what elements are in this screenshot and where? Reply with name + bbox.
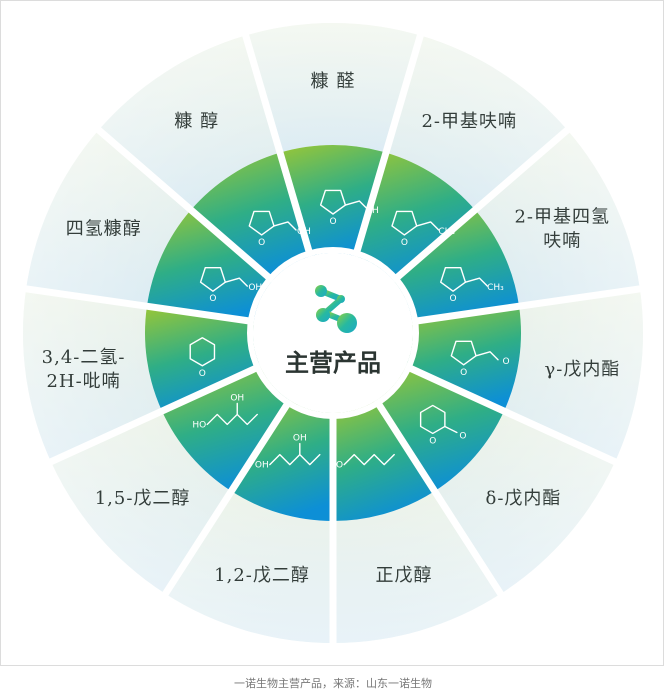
gamma-valerolactone-icon: OO	[450, 340, 510, 378]
inner-segment	[231, 400, 333, 521]
svg-text:O: O	[429, 436, 436, 446]
dihydropyran-icon: O	[189, 337, 216, 379]
svg-text:OH: OH	[297, 227, 311, 237]
furfuryl-alcohol-icon: O OH	[248, 210, 311, 248]
figure-caption: 一诺生物主营产品，来源：山东一诺生物	[234, 677, 432, 690]
segment-label: 2-甲基四氢呋喃	[514, 206, 610, 251]
svg-text:O: O	[329, 217, 336, 227]
inner-segment	[145, 306, 261, 412]
svg-text:OH: OH	[255, 461, 269, 471]
segment-label: 3,4-二氢-2H-吡喃	[42, 347, 126, 392]
inner-segment	[333, 400, 435, 521]
inner-segment	[393, 209, 520, 322]
segment-label: 1,2-戊二醇	[214, 565, 310, 586]
inner-segment	[405, 306, 521, 412]
furfural-icon: OH	[319, 189, 379, 227]
svg-text:O: O	[199, 369, 206, 379]
thfa-icon: O OH	[199, 266, 262, 304]
segment-label: 1,5-戊二醇	[95, 488, 191, 509]
svg-text:OH: OH	[230, 393, 244, 403]
segment-separators	[23, 32, 643, 645]
svg-text:O: O	[209, 294, 216, 304]
methyl-thf-icon: O CH₃	[440, 266, 504, 304]
svg-text:O: O	[460, 368, 467, 378]
segment-label: 四氢糠醇	[66, 217, 142, 239]
svg-text:O: O	[502, 357, 509, 367]
svg-text:OH: OH	[293, 434, 307, 444]
segment-label: γ-戊内酯	[545, 359, 621, 380]
segment-label: δ-戊内酯	[485, 488, 561, 509]
inner-segment	[146, 209, 273, 322]
inner-segment	[355, 152, 476, 281]
svg-text:CH₃: CH₃	[438, 227, 455, 237]
methylfuran-icon: O CH₃	[391, 210, 455, 248]
svg-text:HO: HO	[329, 461, 343, 471]
molecule-logo-icon	[315, 285, 357, 333]
svg-text:H: H	[372, 206, 379, 216]
svg-text:O: O	[459, 431, 466, 441]
inner-segment	[190, 152, 311, 281]
svg-text:O: O	[258, 238, 265, 248]
segment-label: 糠 醇	[174, 110, 219, 132]
inner-segment	[280, 144, 386, 257]
center-label: 主营产品	[285, 348, 381, 377]
svg-text:O: O	[401, 238, 408, 248]
center-disc: 主营产品	[253, 253, 413, 413]
segment-label: 糠 醛	[311, 70, 356, 92]
pentanediol-15-icon: HO OH	[192, 393, 258, 430]
svg-text:HO: HO	[192, 420, 206, 430]
svg-text:OH: OH	[248, 283, 262, 293]
svg-text:O: O	[450, 294, 457, 304]
segment-label: 正戊醇	[375, 565, 432, 586]
pentanediol-12-icon: OH OH	[255, 434, 321, 471]
segment-label: 2-甲基呋喃	[421, 111, 517, 132]
pentanol-icon: HO	[329, 453, 395, 471]
svg-text:CH₃: CH₃	[487, 283, 504, 293]
